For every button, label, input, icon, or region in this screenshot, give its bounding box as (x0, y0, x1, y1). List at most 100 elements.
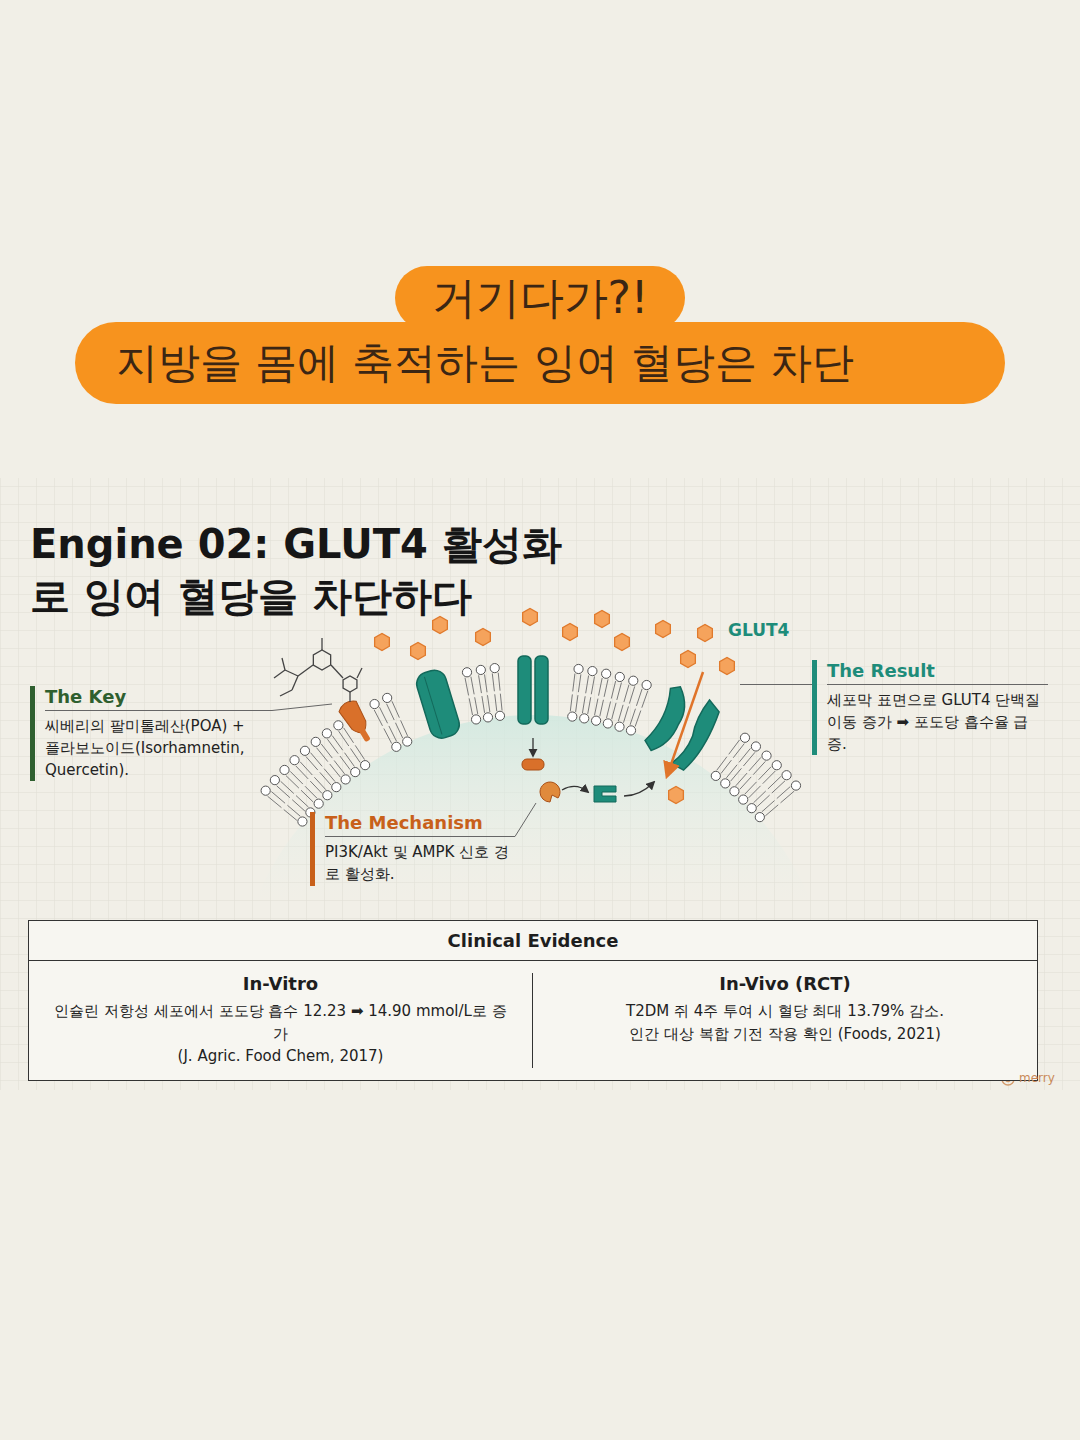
node-heading: The Mechanism (325, 812, 515, 837)
protein-label: GLUT4 (728, 620, 789, 640)
lipid-head (602, 669, 611, 678)
glucose-molecule (433, 617, 448, 634)
lipid-head (298, 817, 307, 826)
glucose-flow-arrow (667, 672, 703, 776)
lipid-head (280, 765, 289, 774)
lipid-head (755, 813, 764, 822)
callout: The Result 세포막 표면으로 GLUT4 단백질 이동 증가 ➡ 포도당… (812, 660, 1048, 755)
receptor-stem (356, 724, 370, 743)
lipid-tail (389, 726, 397, 741)
lipid-head (495, 711, 504, 720)
molecule-bond (298, 665, 313, 676)
molecule-bond (349, 692, 350, 702)
node-body: 씨베리의 팔미톨레산(POA) + 플라보노이드(Isorhamnetin, Q… (45, 716, 258, 781)
glucose-molecule (375, 634, 390, 651)
lipid-tail (479, 675, 482, 693)
glucose-molecule (698, 625, 713, 642)
lipid-tail (749, 786, 761, 798)
lipid-head (270, 776, 279, 785)
receptor (337, 698, 377, 746)
channel-protein-split (518, 656, 548, 724)
channel-half (518, 656, 531, 724)
lipid-tail (345, 753, 355, 767)
lipid-head (747, 804, 756, 813)
node-heading: Clinical Evidence (29, 921, 1037, 961)
lipid-tail (765, 805, 778, 816)
lipid-tail (595, 699, 598, 716)
lipid-tail (492, 673, 494, 691)
lipid-tail (636, 689, 642, 706)
node-heading: In-Vivo (RCT) (553, 973, 1017, 994)
banner-pill: 지방을 몸에 축적하는 잉여 혈당은 차단 (75, 322, 1005, 404)
lipid-head (615, 722, 624, 731)
glucose-molecule (681, 651, 696, 668)
lipid-tail (623, 706, 628, 722)
channel-protein (414, 667, 463, 741)
lipid-head (740, 733, 749, 742)
molecule-ring (343, 676, 357, 692)
lipid-head (711, 771, 720, 780)
node-body: 세포막 표면으로 GLUT4 단백질 이동 증가 ➡ 포도당 흡수율 급증. (827, 690, 1048, 755)
lipid-head (323, 791, 332, 800)
lipid-head (370, 699, 379, 708)
callout: The MechanismPI3K/Akt 및 AMPK 신호 경로 활성화. (310, 812, 515, 886)
diagram-title: Engine 02: GLUT4 활성화로 잉여 혈당을 차단하다 (30, 518, 590, 622)
lipid-tail (570, 694, 572, 711)
molecule-bond (292, 676, 298, 690)
lipid-tail (465, 678, 469, 696)
lipid-tail (731, 768, 742, 781)
lipid-tail (733, 744, 744, 758)
lipid-head (772, 761, 781, 770)
node-body: 인슐린 저항성 세포에서 포도당 흡수 12.23 ➡ 14.90 mmol/L… (49, 1000, 512, 1045)
lipid-tail (401, 720, 408, 736)
lipid-tail (624, 685, 629, 702)
lipid-tail (395, 723, 402, 738)
lipid-tail (287, 805, 300, 816)
lipid-tail (495, 694, 497, 711)
molecule-ring (313, 650, 330, 670)
lipid-head (574, 664, 583, 673)
node-heading: The Result (827, 660, 1048, 685)
lipid-tail (487, 695, 489, 712)
node-body: 인간 대상 복합 기전 작용 확인 (Foods, 2021) (553, 1023, 1017, 1046)
lipid-tail (498, 673, 500, 691)
lipid-tail (500, 694, 502, 711)
evidence-table: Clinical EvidenceIn-Vitro인슐린 저항성 세포에서 포도… (28, 920, 1038, 1081)
lipid-head (383, 693, 392, 702)
lipid-head (588, 666, 597, 675)
node-body: (J. Agric. Food Chem, 2017) (49, 1045, 512, 1068)
lipid-tail (573, 674, 575, 692)
lipid-head (626, 726, 635, 735)
lipid-tail (392, 701, 399, 717)
lipid-head (290, 756, 299, 765)
lipid-tail (740, 777, 751, 790)
lipid-head (332, 783, 341, 792)
lipid-tail (300, 762, 312, 775)
lipid-head (642, 680, 651, 689)
lipid-tail (471, 677, 474, 695)
lipid-head (300, 746, 309, 755)
lipid-head (782, 771, 791, 780)
lipid-tail (387, 704, 395, 720)
signal-protein (522, 759, 544, 770)
ligand-molecule (274, 638, 362, 702)
glucose-molecule (563, 624, 578, 641)
lipid-tail (642, 691, 648, 708)
lipid-tail (305, 786, 317, 798)
lipid-tail (482, 696, 485, 713)
lipid-head (392, 742, 401, 751)
lipid-tail (578, 674, 581, 692)
lipid-head (476, 665, 485, 674)
lipid-tail (600, 700, 604, 717)
lipid-head (603, 719, 612, 728)
molecule-bond (282, 658, 285, 670)
receptor-body (337, 698, 372, 737)
glucose-molecule (720, 658, 735, 675)
lipid-tail (586, 676, 589, 694)
lipid-head (483, 713, 492, 722)
lipid-tail (281, 781, 294, 793)
molecule-bond (285, 670, 298, 676)
lipid-tail (612, 703, 616, 719)
lipid-head (629, 676, 638, 685)
